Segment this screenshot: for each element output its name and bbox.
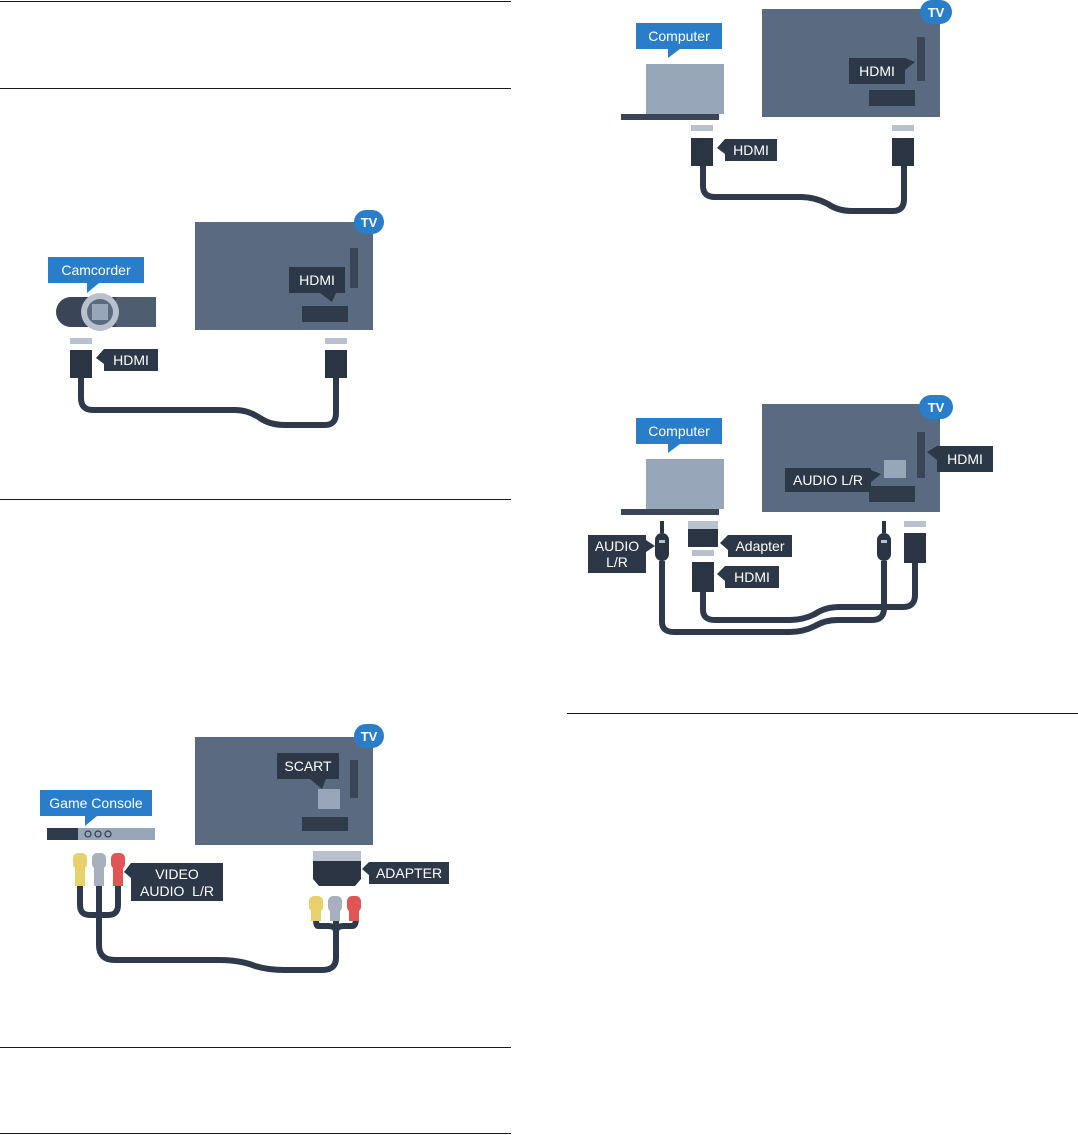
section-divider [0,1047,511,1048]
tv-port-label-text: SCART [284,758,332,774]
hdmi-cable [78,378,339,428]
laptop-illustration [621,64,724,120]
camcorder-device [56,293,156,331]
tv-badge-text: TV [361,215,378,230]
device-tag: Game Console [40,790,152,826]
adapter-label: ADAPTER [362,862,449,884]
hdmi-connector-right [892,125,914,166]
tv-port-label-text: HDMI [859,63,895,79]
tv-audio-port [884,460,906,478]
cable-label-text: HDMI [113,352,149,368]
tv-hdmi-port [302,306,348,322]
camcorder-hdmi-diagram: TV HDMI Camcorder [48,210,384,428]
audio-jack-tv [877,521,891,561]
tv-badge: TV [354,724,384,748]
tv-port-label: SCART [277,753,339,789]
device-tag-text: Camcorder [61,262,131,278]
tv-side-slot [917,432,925,478]
device-tag-text: Computer [648,423,710,439]
hdmi-cable [700,166,907,214]
game-console-scart-diagram: TV SCART Game Console [40,724,449,973]
cable-label-text: HDMI [733,142,769,158]
audio-cable [659,561,887,635]
laptop-illustration [621,459,724,515]
game-console-device [47,828,155,840]
tv-badge: TV [354,210,384,234]
audio-jack-computer [655,521,669,561]
cable-label: VIDEO AUDIO L/R [124,863,223,901]
device-tag: Camcorder [48,257,144,293]
cable-label: HDMI [717,566,779,588]
tv-badge-text: TV [928,5,945,20]
tv-port-label-text: HDMI [299,272,335,288]
rca-plugs-adapter [309,896,361,921]
section-divider [0,88,511,89]
tv-side-slot [917,37,925,81]
hdmi-connector-right [325,338,347,378]
tv-bottom-port [869,486,915,502]
cable-label: HDMI [717,139,777,161]
cable-label: HDMI [96,349,158,371]
hdmi-connector-left [70,338,92,378]
device-tag-text: Game Console [49,795,143,811]
device-tag: Computer [636,23,722,58]
section-divider [0,499,511,500]
hdmi-connector-left [691,125,713,166]
adapter-label-text: ADAPTER [376,865,442,881]
scart-adapter [313,851,361,886]
audio-label-line2: L/R [606,554,628,570]
tv-port-label: HDMI [849,58,915,84]
section-divider [567,713,1078,714]
cable-label-text: HDMI [734,569,770,585]
tv-badge-text: TV [361,729,378,744]
dvi-adapter [688,521,718,547]
tv-port-label-hdmi-text: HDMI [947,451,983,467]
tv-port-label-hdmi: HDMI [927,446,993,472]
tv-badge: TV [919,395,953,419]
cable-label-line1: VIDEO [155,866,199,882]
device-tag-text: Computer [648,28,710,44]
cable-label-line2: AUDIO L/R [140,883,214,899]
tv-side-slot [350,248,358,288]
tv-scart-port [318,789,340,809]
hdmi-connector-right [904,521,926,563]
hdmi-cable [700,563,918,623]
adapter-label: Adapter [720,535,792,557]
audio-label-line1: AUDIO [595,538,639,554]
computer-hdmi-diagram: TV HDMI Computer HDMI [621,0,952,214]
computer-adapter-diagram: TV HDMI AUDIO L/R Computer [588,395,993,635]
tv-badge-text: TV [928,400,945,415]
tv-hdmi-port [869,90,915,106]
tv-port-label: HDMI [289,267,345,302]
tv-port-label-audio-text: AUDIO L/R [793,472,863,488]
tv-badge: TV [920,0,952,24]
rca-plugs-console [73,853,125,886]
section-divider [0,1,511,2]
audio-label: AUDIO L/R [588,535,655,573]
tv-bottom-port [302,817,348,831]
tv-side-slot [350,760,358,798]
adapter-label-text: Adapter [735,538,784,554]
device-tag: Computer [636,418,722,453]
rca-cable [77,886,359,973]
section-divider [0,1133,511,1134]
tv-port-label-audio: AUDIO L/R [785,468,881,492]
hdmi-connector-left [692,550,714,592]
